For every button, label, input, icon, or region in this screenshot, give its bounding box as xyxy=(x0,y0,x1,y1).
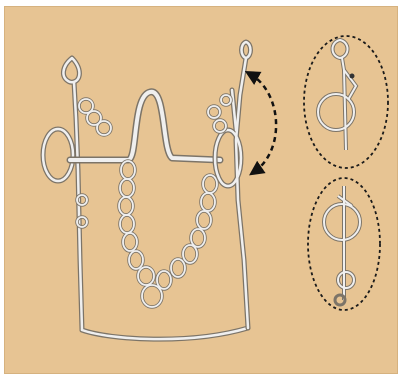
upper-cheek-inset xyxy=(304,36,388,168)
right-cheek-piece xyxy=(208,42,251,328)
lower-cheek-inset xyxy=(308,178,380,310)
double-arrow-icon xyxy=(250,74,276,172)
curb-chain xyxy=(119,161,217,307)
